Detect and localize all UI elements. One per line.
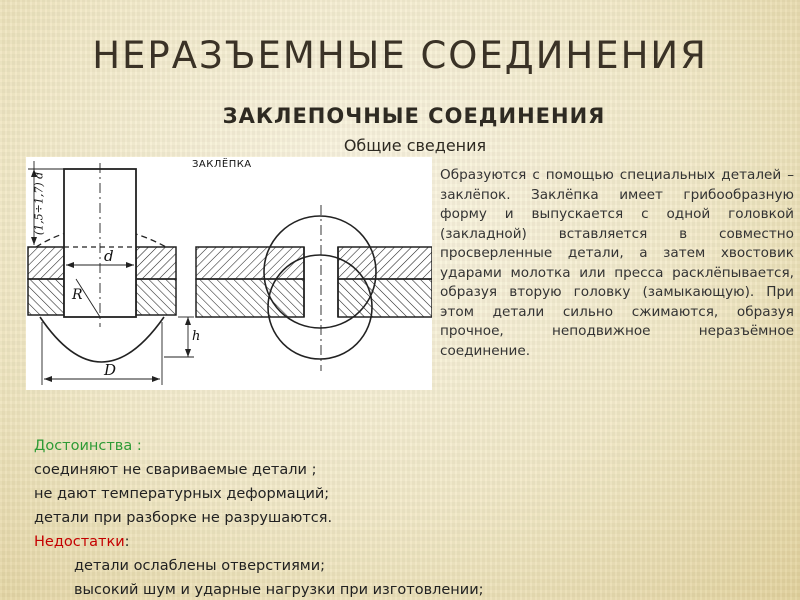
advantages-heading-suffix: : <box>132 438 142 454</box>
left-rivet <box>27 161 194 385</box>
dim-r-label: R <box>72 287 83 303</box>
pros-cons-list: Достоинства : соединяют не свариваемые д… <box>34 434 734 600</box>
advantages-heading-line: Достоинства : <box>34 434 734 458</box>
section-title: ЗАКЛЕПОЧНЫЕ СОЕДИНЕНИЯ <box>222 104 606 128</box>
advantage-item: детали при разборке не разрушаются. <box>34 510 333 526</box>
disadvantages-heading-suffix: : <box>124 534 130 550</box>
dim-h-label: h <box>192 329 201 344</box>
disadvantages-heading-line: Недостатки: <box>34 530 734 554</box>
rivet-drawing-svg <box>27 161 432 385</box>
advantages-heading: Достоинства <box>34 438 133 454</box>
advantage-item: не дают температурных деформаций; <box>34 486 330 502</box>
rivet-drawing: ЗАКЛЁПКА (1,5÷1,7) d d R h D <box>26 157 432 390</box>
figure-label: ЗАКЛЁПКА <box>192 159 252 170</box>
description-text: Образуются с помощью специальных деталей… <box>440 167 794 359</box>
subsection-title: Общие сведения <box>343 136 487 155</box>
dim-D-label: D <box>104 361 117 379</box>
disadvantage-item: детали ослаблены отверстиями; <box>74 558 326 574</box>
slide-title: НЕРАЗЪЕМНЫЕ СОЕДИНЕНИЯ <box>92 34 708 77</box>
right-rivet <box>195 205 432 371</box>
disadvantage-item: высокий шум и ударные нагрузки при изгот… <box>74 582 484 598</box>
dim-head-height-label: (1,5÷1,7) d <box>32 171 46 236</box>
advantage-item: соединяют не свариваемые детали ; <box>34 462 317 478</box>
dim-d-label: d <box>104 247 114 265</box>
disadvantages-heading: Недостатки <box>34 534 125 550</box>
